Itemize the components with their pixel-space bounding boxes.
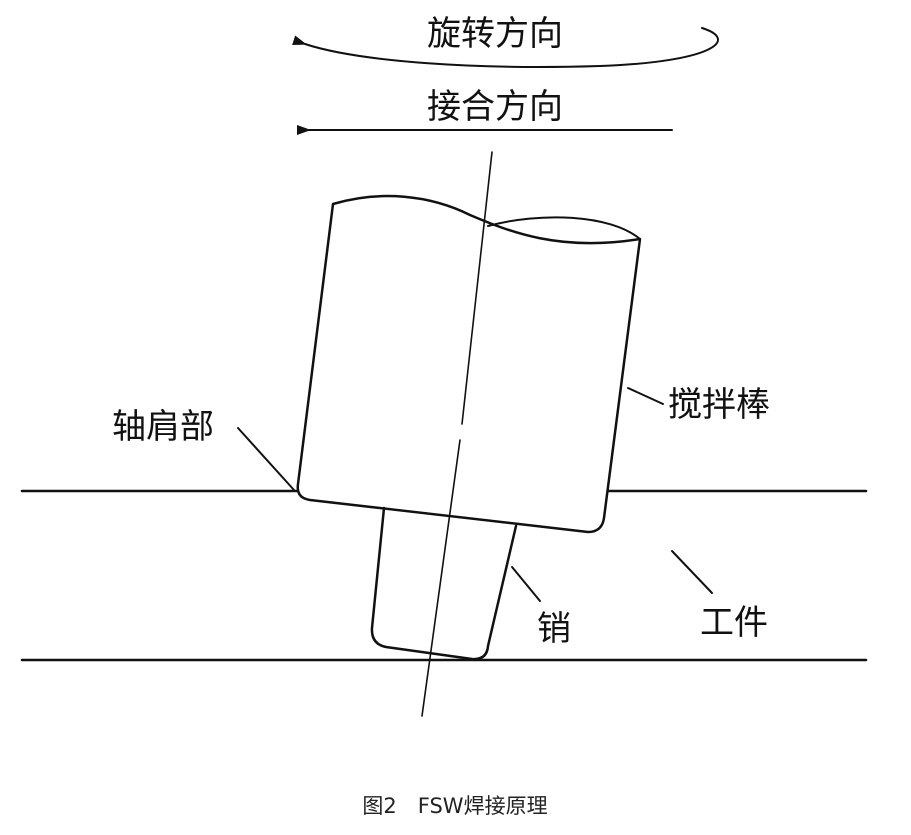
- pin-label: 销: [537, 609, 571, 649]
- pin-leader: [511, 566, 541, 602]
- stir-rod-shape: [296, 194, 642, 534]
- stir-rod-top-ellipse: [487, 216, 641, 240]
- joining-direction-label: 接合方向: [427, 87, 563, 127]
- pin-shape: [370, 506, 518, 661]
- stir-rod-label: 搅拌棒: [668, 385, 770, 425]
- shoulder-leader: [237, 427, 295, 491]
- tool-axis-upper: [461, 151, 493, 425]
- figure-caption: 图2 FSW焊接原理: [362, 794, 547, 818]
- workpiece-label: 工件: [700, 603, 768, 643]
- tool-axis-lower: [421, 439, 461, 717]
- workpiece-leader: [671, 550, 713, 594]
- rotation-arrow: [292, 27, 719, 69]
- stir-rod-leader: [627, 387, 664, 405]
- rotation-direction-label: 旋转方向: [427, 14, 563, 54]
- shoulder-label: 轴肩部: [112, 407, 214, 447]
